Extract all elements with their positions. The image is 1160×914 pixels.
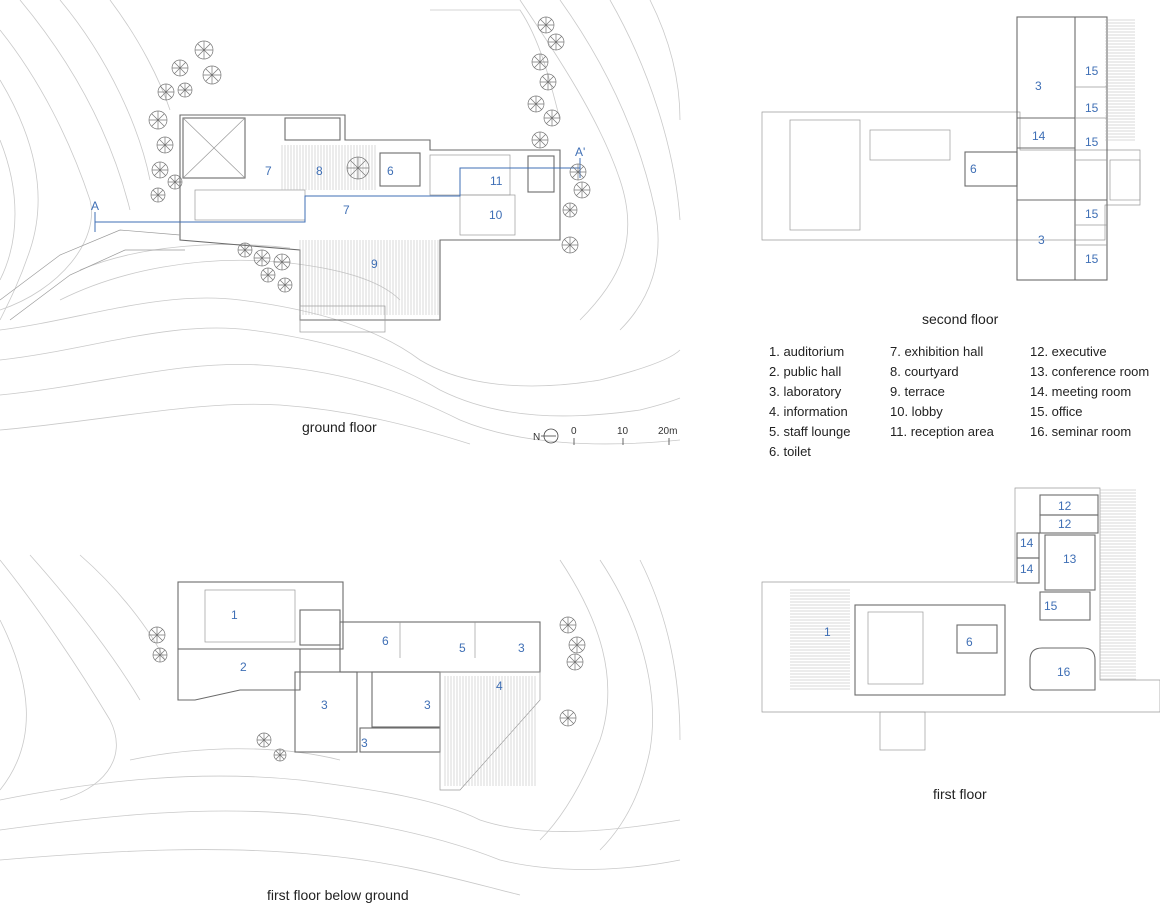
legend-column-1: 1. auditorium 2. public hall 3. laborato… [769,342,850,462]
room-number: 3 [1035,79,1042,93]
legend-item: 1. auditorium [769,344,845,359]
legend-item: 6. toilet [769,444,811,459]
legend-item: 5. staff lounge [769,424,851,439]
north-arrow-label: N [533,432,540,443]
room-number: 3 [1038,233,1045,247]
room-number: 3 [518,641,525,655]
room-number: 2 [240,660,247,674]
room-number: 5 [459,641,466,655]
legend-item: 15. office [1030,404,1083,419]
ground-floor-plan: A A' 7 8 6 11 10 7 9 N 0 10 20m [0,0,681,445]
caption-below-ground: first floor below ground [267,887,409,903]
room-number: 6 [970,162,977,176]
room-number: 8 [316,164,323,178]
legend-item: 14. meeting room [1030,384,1132,399]
room-number: 15 [1085,64,1099,78]
room-number: 15 [1085,135,1099,149]
room-number: 13 [1063,552,1077,566]
room-number: 4 [496,679,503,693]
legend-item: 10. lobby [890,404,943,419]
legend-item: 8. courtyard [890,364,959,379]
legend-item: 3. laboratory [769,384,842,399]
caption-second-floor: second floor [922,311,999,327]
section-mark-a-prime: A' [575,145,585,159]
legend-column-2: 7. exhibition hall 8. courtyard 9. terra… [890,342,994,442]
room-number: 14 [1020,562,1034,576]
scale-tick: 10 [617,426,629,437]
legend-item: 12. executive [1030,344,1107,359]
room-number: 7 [265,164,272,178]
second-floor-plan: 3 15 15 14 15 6 15 3 15 [761,16,1141,281]
room-number: 3 [321,698,328,712]
room-number: 6 [966,635,973,649]
room-number: 14 [1020,536,1034,550]
room-number: 11 [490,174,503,188]
caption-ground-floor: ground floor [302,419,377,435]
section-mark-a: A [91,199,99,213]
scale-tick: 0 [571,426,577,437]
legend-item: 16. seminar room [1030,424,1132,439]
room-number: 14 [1032,129,1046,143]
legend-item: 2. public hall [769,364,842,379]
room-number: 12 [1058,499,1072,513]
room-number: 10 [489,208,503,222]
room-number: 12 [1058,517,1072,531]
room-number: 15 [1085,252,1099,266]
room-number: 1 [231,608,238,622]
caption-first-floor: first floor [933,786,987,802]
scale-tick: 20m [658,426,677,437]
legend-column-3: 12. executive 13. conference room 14. me… [1030,342,1149,442]
room-number: 1 [824,625,831,639]
room-number: 9 [371,257,378,271]
first-floor-plan: 12 12 14 13 14 15 1 6 16 [761,487,1160,751]
room-number: 6 [387,164,394,178]
legend-item: 4. information [769,404,848,419]
room-number: 3 [361,736,368,750]
room-number: 15 [1085,101,1099,115]
room-number: 15 [1044,599,1058,613]
room-number: 6 [382,634,389,648]
legend-item: 9. terrace [890,384,945,399]
legend-item: 7. exhibition hall [890,344,984,359]
legend-item: 13. conference room [1030,364,1150,379]
below-ground-plan: 1 6 5 3 2 4 3 3 3 [0,554,681,896]
legend-item: 11. reception area [890,424,994,439]
room-number: 7 [343,203,350,217]
room-number: 15 [1085,207,1099,221]
room-number: 16 [1057,665,1071,679]
room-number: 3 [424,698,431,712]
scale-bar: N 0 10 20m [533,426,677,445]
